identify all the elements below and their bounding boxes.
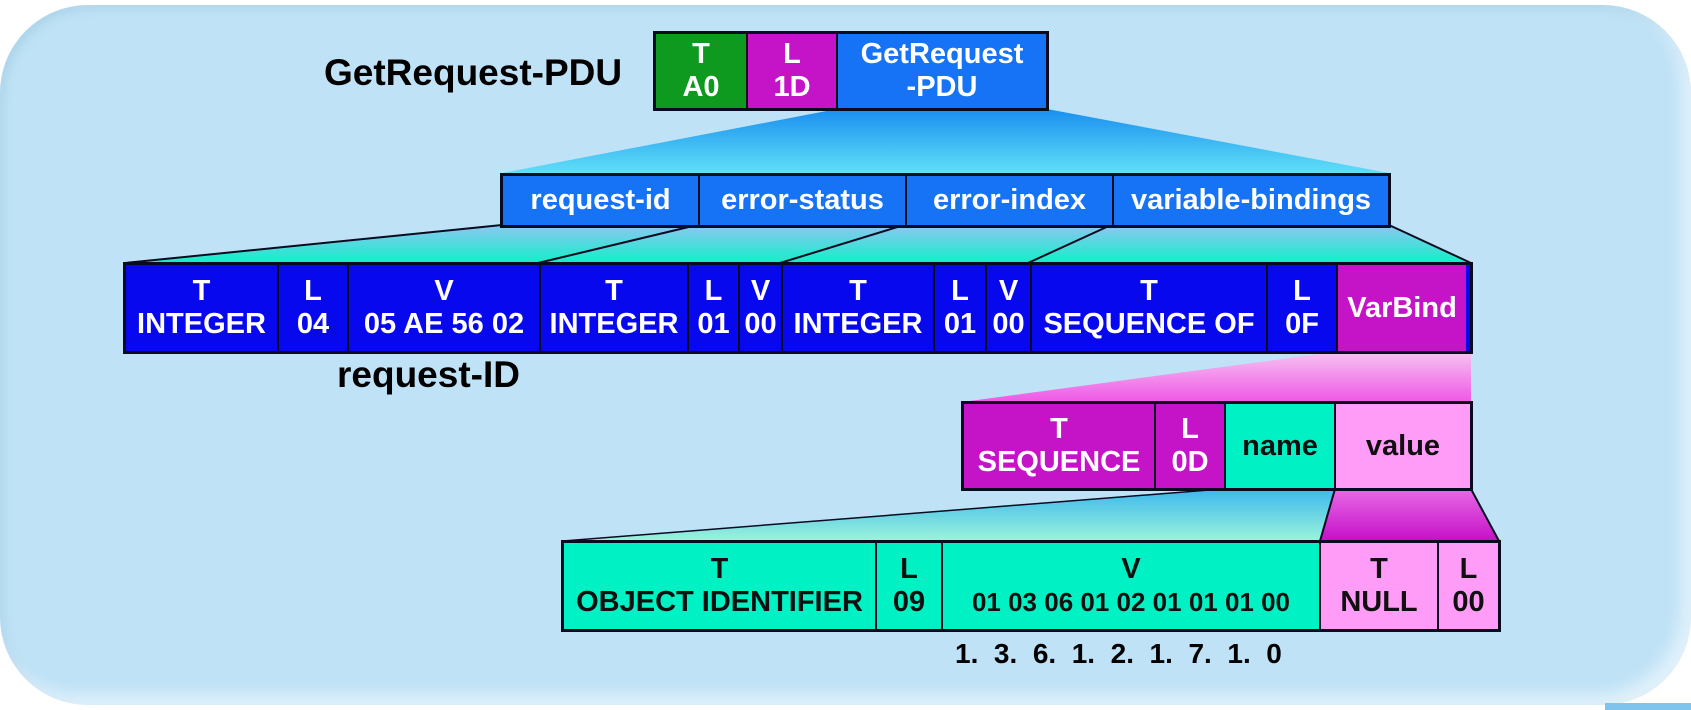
divider-line-6	[562, 488, 1223, 542]
value-cell: value	[1336, 404, 1470, 488]
oid-decoded-label: 1. 3. 6. 1. 2. 1. 7. 1. 0	[955, 638, 1282, 669]
name-expansion-wedge	[563, 489, 1335, 541]
divider-line-1	[124, 224, 503, 264]
field-request-id: request-id	[503, 176, 700, 225]
value-expansion-wedge	[1320, 489, 1499, 541]
divider-line-7	[1319, 488, 1336, 542]
pdu-type-cell: GetRequest-PDU	[838, 34, 1046, 108]
divider-line-8	[1470, 488, 1500, 542]
varbind-cell: VarBind	[1338, 265, 1466, 351]
request-id-label: request-ID	[337, 354, 520, 395]
pdu-expansion-wedge	[502, 109, 1389, 173]
divider-line-3	[779, 224, 905, 264]
varbind-expansion-wedge	[962, 352, 1471, 402]
fields-expansion-wedge	[125, 225, 1471, 263]
pdu-fields-row: request-id error-status error-index vari…	[500, 173, 1391, 228]
field-error-index: error-index	[907, 176, 1114, 225]
pdu-label: GetRequest-PDU	[324, 52, 623, 93]
field-variable-bindings: variable-bindings	[1130, 184, 1372, 216]
divider-line-5	[1388, 224, 1472, 264]
field-error-status: error-status	[700, 176, 907, 225]
divider-line-4	[1027, 224, 1112, 264]
name-cell: name	[1226, 404, 1336, 488]
divider-line-2	[537, 224, 698, 264]
corner-accent	[1605, 703, 1691, 710]
